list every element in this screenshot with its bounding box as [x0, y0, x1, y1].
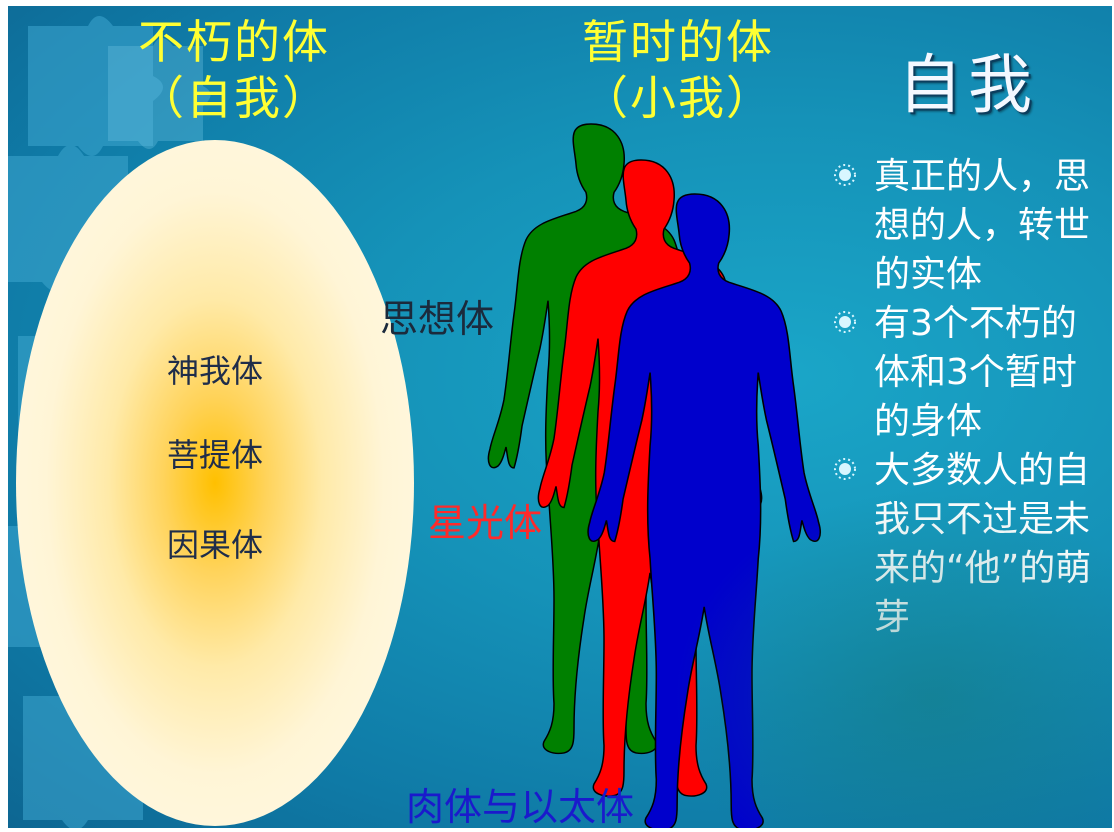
temporary-bodies-title: 暂时的体 （小我）: [548, 14, 808, 126]
immortal-title-line: 不朽的体: [138, 15, 330, 69]
astral-body-label: 星光体: [428, 501, 543, 545]
self-title: 自我: [898, 49, 1038, 123]
mental-body-label: 思想体: [380, 297, 495, 341]
physical-body-label: 肉体与以太体: [406, 785, 635, 828]
bullet-item: 真正的人，思想的人，转世的实体: [828, 152, 1112, 299]
bullet-text: 有3个不朽的体和3个暂时的身体: [874, 303, 1077, 442]
sun-bullet-icon: [834, 164, 856, 186]
bullet-item: 有3个不朽的体和3个暂时的身体: [828, 299, 1112, 446]
self-description-list: 真正的人，思想的人，转世的实体 有3个不朽的体和3个暂时的身体 大多数人的自我只…: [828, 152, 1112, 642]
temporary-title-line: 暂时的体: [582, 15, 774, 69]
sun-bullet-icon: [834, 311, 856, 333]
egg-label-monad: 神我体: [166, 352, 263, 390]
immortal-bodies-title: 不朽的体 （自我）: [104, 14, 364, 126]
bullet-item: 大多数人的自我只不过是未来的“他”的萌芽: [828, 446, 1112, 642]
immortal-subtitle-line: （自我）: [138, 71, 330, 125]
slide: 不朽的体 （自我） 暂时的体 （小我） 自我 神我体 菩提体 因果体 思想体 星…: [8, 6, 1112, 828]
bullet-text: 大多数人的自我只不过是未来的“他”的萌芽: [874, 450, 1092, 638]
sun-bullet-icon: [834, 458, 856, 480]
egg-label-buddhic: 菩提体: [166, 436, 263, 474]
immortal-egg: 神我体 菩提体 因果体: [16, 140, 414, 826]
bodies-figures: [487, 123, 821, 828]
egg-label-causal: 因果体: [166, 526, 263, 564]
temporary-subtitle-line: （小我）: [582, 71, 774, 125]
bullet-text: 真正的人，思想的人，转世的实体: [874, 156, 1091, 295]
